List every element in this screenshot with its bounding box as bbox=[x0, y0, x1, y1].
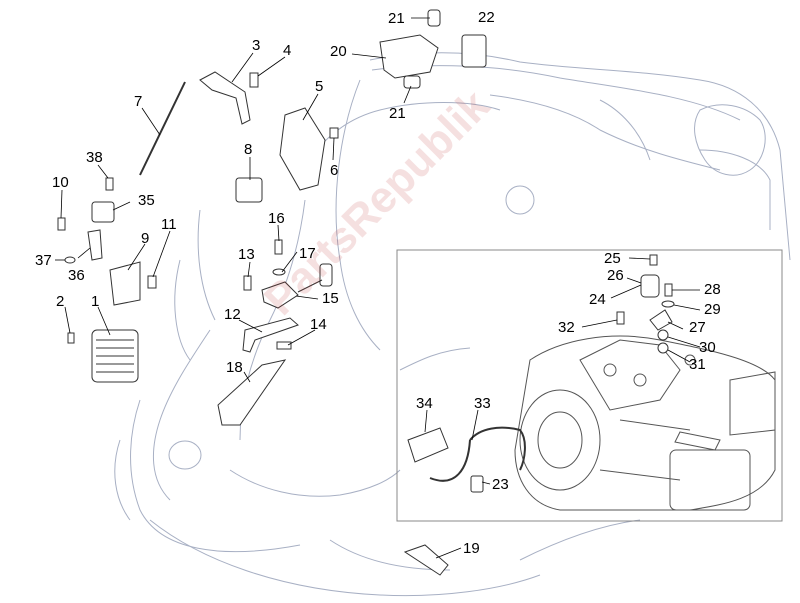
part-16-screw bbox=[274, 239, 283, 255]
part-17-washer bbox=[272, 268, 286, 276]
callout-32: 32 bbox=[558, 319, 575, 336]
engine-detail-frame bbox=[396, 249, 783, 522]
part-29-washer bbox=[661, 300, 675, 308]
part-5-ecu bbox=[279, 107, 326, 191]
part-12-bracket bbox=[242, 317, 299, 353]
part-14-spring bbox=[276, 341, 292, 350]
callout-12: 12 bbox=[224, 306, 241, 323]
part-15-sensor bbox=[261, 281, 299, 309]
part-10-screw bbox=[57, 217, 66, 231]
part-sketches bbox=[57, 9, 675, 576]
callout-24: 24 bbox=[589, 291, 606, 308]
part-21-fuse-holder-bottom bbox=[403, 75, 421, 89]
callout-30: 30 bbox=[699, 339, 716, 356]
part-3-bracket bbox=[199, 71, 251, 125]
part-8-relay bbox=[235, 177, 263, 203]
leader-lines bbox=[55, 17, 701, 559]
engine-assembly bbox=[514, 335, 776, 511]
part-19-cover bbox=[403, 544, 449, 576]
callout-21-bottom: 21 bbox=[389, 105, 406, 122]
part-18-cover bbox=[217, 359, 287, 426]
callout-20: 20 bbox=[330, 43, 347, 60]
callout-14: 14 bbox=[310, 316, 327, 333]
callout-37: 37 bbox=[35, 252, 52, 269]
callout-29: 29 bbox=[704, 301, 721, 318]
part-28-screw bbox=[664, 283, 673, 297]
callout-23: 23 bbox=[492, 476, 509, 493]
part-20-bracket bbox=[379, 34, 439, 79]
callout-13: 13 bbox=[238, 246, 255, 263]
callout-5: 5 bbox=[315, 78, 324, 95]
part-38-screw bbox=[105, 177, 114, 191]
callout-35: 35 bbox=[138, 192, 155, 209]
part-27-lever bbox=[649, 309, 673, 331]
callout-38: 38 bbox=[86, 149, 103, 166]
callout-10: 10 bbox=[52, 174, 69, 191]
callout-16: 16 bbox=[268, 210, 285, 227]
part-4-screw bbox=[249, 72, 259, 88]
callout-27: 27 bbox=[689, 319, 706, 336]
callout-8: 8 bbox=[244, 141, 253, 158]
callout-26: 26 bbox=[607, 267, 624, 284]
callout-34: 34 bbox=[416, 395, 433, 412]
part-11-clip bbox=[147, 275, 157, 289]
callout-22: 22 bbox=[478, 9, 495, 26]
part-34-fitting bbox=[407, 427, 449, 463]
callout-21-top: 21 bbox=[388, 10, 405, 27]
callout-6: 6 bbox=[330, 162, 339, 179]
part-26-solenoid bbox=[640, 274, 660, 298]
part-35-connector bbox=[91, 201, 115, 223]
callout-7: 7 bbox=[134, 93, 143, 110]
callout-11: 11 bbox=[161, 216, 177, 233]
callout-28: 28 bbox=[704, 281, 721, 298]
part-36-bracket bbox=[87, 229, 103, 261]
part-9-bracket bbox=[109, 261, 141, 306]
callout-19: 19 bbox=[463, 540, 480, 557]
part-22-connector bbox=[461, 34, 487, 68]
callout-18: 18 bbox=[226, 359, 243, 376]
callout-9: 9 bbox=[141, 230, 150, 247]
callout-2: 2 bbox=[56, 293, 65, 310]
part-6-screw bbox=[329, 127, 339, 139]
callout-15: 15 bbox=[322, 290, 339, 307]
part-7-cable-tie bbox=[139, 81, 186, 176]
part-25-screw bbox=[649, 254, 658, 266]
part-31-ring bbox=[657, 342, 669, 354]
callout-17: 17 bbox=[299, 245, 316, 262]
callout-3: 3 bbox=[252, 37, 261, 54]
part-32-screw bbox=[616, 311, 625, 325]
part-33-hose bbox=[429, 426, 526, 482]
part-23-clamp bbox=[470, 475, 484, 493]
part-37-nut bbox=[64, 256, 76, 264]
callout-36: 36 bbox=[68, 267, 85, 284]
part-13-screw bbox=[243, 275, 252, 291]
scooter-frame-outline bbox=[114, 52, 791, 597]
callout-4: 4 bbox=[283, 42, 292, 59]
callout-31: 31 bbox=[689, 356, 706, 373]
part-2-screw bbox=[67, 332, 75, 344]
callout-1: 1 bbox=[91, 293, 100, 310]
callout-25: 25 bbox=[604, 250, 621, 267]
callout-33: 33 bbox=[474, 395, 491, 412]
part-30-seal bbox=[657, 329, 669, 341]
